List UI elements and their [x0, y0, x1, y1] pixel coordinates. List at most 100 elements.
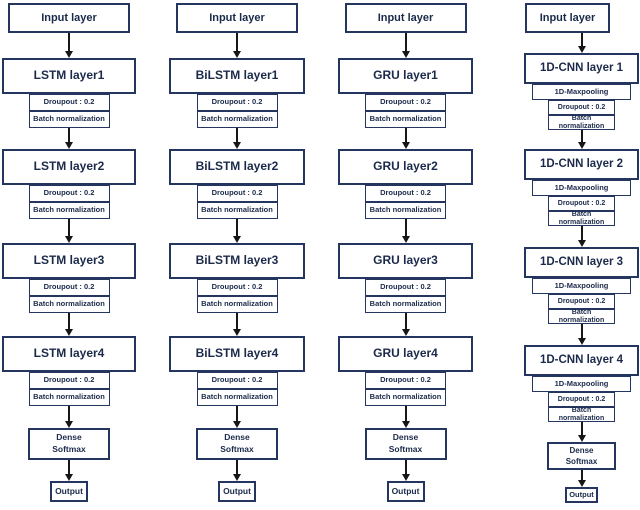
arrow-shaft: [236, 406, 238, 421]
batch-normalization-box: Batch normalization: [548, 309, 615, 324]
dropout-box: Droupout : 0.2: [548, 196, 615, 211]
arrow-head-icon: [577, 338, 586, 345]
down-arrow: [401, 406, 410, 428]
down-arrow: [577, 422, 586, 442]
arrow-shaft: [404, 313, 407, 329]
arrow-head-icon: [577, 142, 586, 149]
output-box: Output: [386, 481, 425, 502]
down-arrow: [65, 406, 73, 428]
down-arrow: [233, 406, 241, 428]
arrow-head-icon: [401, 421, 410, 428]
arrow-head-icon: [65, 421, 73, 428]
down-arrow: [233, 128, 241, 149]
batch-normalization-box: Batch normalization: [548, 407, 615, 422]
down-arrow: [233, 219, 241, 243]
dropout-box: Droupout : 0.2: [28, 94, 110, 111]
arrow-shaft: [236, 128, 238, 142]
dropout-box: Droupout : 0.2: [365, 94, 446, 111]
arrow-head-icon: [577, 240, 586, 247]
arrow-shaft: [404, 219, 407, 236]
arrow-shaft: [580, 226, 583, 240]
lstm-layer4-box: LSTM layer4: [2, 336, 136, 372]
batch-normalization-box: Batch normalization: [365, 389, 446, 406]
arrow-head-icon: [233, 474, 241, 481]
cnn-pipeline: Input layer 1D-CNN layer 1 1D-Maxpooling…: [524, 0, 639, 510]
cnn-layer4-box: 1D-CNN layer 4: [524, 345, 639, 376]
lstm-layer1-box: LSTM layer1: [2, 58, 136, 94]
down-arrow: [401, 128, 410, 149]
lstm-pipeline: Input layer LSTM layer1 Droupout : 0.2 B…: [2, 0, 136, 510]
output-box: Output: [565, 487, 598, 503]
arrow-shaft: [68, 219, 70, 236]
bilstm-pipeline: Input layer BiLSTM layer1 Droupout : 0.2…: [169, 0, 305, 510]
softmax-label: Softmax: [565, 457, 598, 466]
dense-label: Dense: [224, 432, 250, 443]
dropout-box: Droupout : 0.2: [28, 185, 110, 202]
dense-softmax-box: Dense Softmax: [196, 428, 278, 460]
arrow-head-icon: [233, 421, 241, 428]
gru-layer2-box: GRU layer2: [338, 149, 473, 185]
arrow-shaft: [580, 324, 583, 338]
arrow-head-icon: [577, 435, 586, 442]
batch-normalization-box: Batch normalization: [196, 111, 278, 128]
down-arrow: [577, 33, 586, 53]
arrow-shaft: [236, 33, 238, 51]
batch-normalization-box: Batch normalization: [196, 202, 278, 219]
dropout-box: Droupout : 0.2: [28, 372, 110, 389]
dropout-box: Droupout : 0.2: [28, 279, 110, 296]
maxpooling-box: 1D-Maxpooling: [532, 84, 631, 100]
softmax-label: Softmax: [388, 444, 423, 454]
dropout-box: Droupout : 0.2: [548, 100, 615, 115]
dropout-box: Droupout : 0.2: [365, 185, 446, 202]
arrow-head-icon: [401, 51, 410, 58]
arrow-head-icon: [233, 236, 241, 243]
lstm-layer2-box: LSTM layer2: [2, 149, 136, 185]
arrow-shaft: [68, 313, 70, 329]
down-arrow: [577, 470, 586, 487]
dense-softmax-box: Dense Softmax: [364, 428, 447, 460]
batch-normalization-box: Batch normalization: [28, 111, 110, 128]
arrow-head-icon: [233, 142, 241, 149]
gru-layer3-box: GRU layer3: [338, 243, 473, 279]
dense-softmax-box: Dense Softmax: [547, 442, 616, 470]
arrow-head-icon: [65, 142, 73, 149]
arrow-head-icon: [401, 236, 410, 243]
down-arrow: [401, 460, 410, 481]
maxpooling-box: 1D-Maxpooling: [532, 180, 631, 196]
bilstm-layer3-box: BiLSTM layer3: [169, 243, 305, 279]
down-arrow: [65, 128, 73, 149]
arrow-shaft: [580, 33, 583, 46]
dropout-box: Droupout : 0.2: [196, 185, 278, 202]
input-layer-box: Input layer: [176, 3, 298, 33]
bilstm-layer2-box: BiLSTM layer2: [169, 149, 305, 185]
arrow-shaft: [68, 460, 70, 474]
down-arrow: [65, 313, 73, 336]
dense-softmax-box: Dense Softmax: [28, 428, 110, 460]
dropout-box: Droupout : 0.2: [365, 372, 446, 389]
arrow-shaft: [236, 313, 238, 329]
input-layer-box: Input layer: [344, 3, 467, 33]
output-box: Output: [218, 481, 256, 502]
down-arrow: [233, 313, 241, 336]
arrow-shaft: [404, 33, 407, 51]
down-arrow: [65, 33, 73, 58]
dropout-box: Droupout : 0.2: [196, 279, 278, 296]
arrow-shaft: [236, 219, 238, 236]
output-box: Output: [50, 481, 88, 502]
gru-layer4-box: GRU layer4: [338, 336, 473, 372]
batch-normalization-box: Batch normalization: [28, 202, 110, 219]
bilstm-layer1-box: BiLSTM layer1: [169, 58, 305, 94]
down-arrow: [401, 313, 410, 336]
arrow-shaft: [580, 422, 583, 435]
dropout-box: Droupout : 0.2: [548, 392, 615, 407]
arrow-head-icon: [233, 329, 241, 336]
arrow-head-icon: [65, 51, 73, 58]
lstm-layer3-box: LSTM layer3: [2, 243, 136, 279]
maxpooling-box: 1D-Maxpooling: [532, 278, 631, 294]
gru-pipeline: Input layer GRU layer1 Droupout : 0.2 Ba…: [338, 0, 473, 510]
dropout-box: Droupout : 0.2: [196, 94, 278, 111]
bilstm-layer4-box: BiLSTM layer4: [169, 336, 305, 372]
arrow-head-icon: [401, 142, 410, 149]
down-arrow: [401, 33, 410, 58]
